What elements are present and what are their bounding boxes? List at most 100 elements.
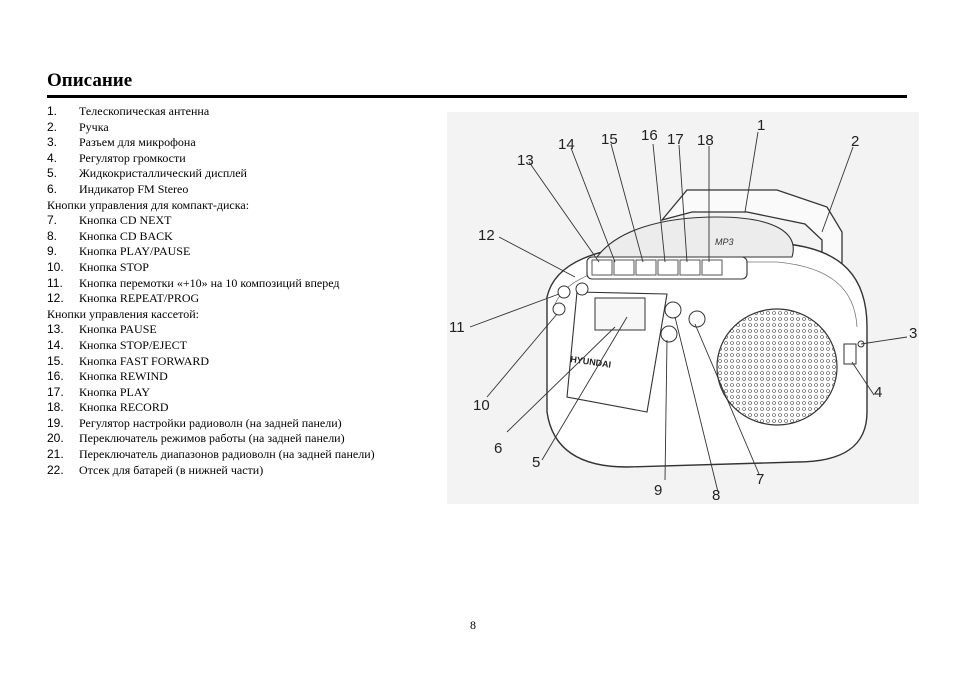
cassette-stop-eject-button	[613, 259, 635, 276]
callout-13: 13	[517, 152, 534, 169]
item-number: 13.	[47, 322, 64, 337]
item-number: 12.	[47, 291, 64, 306]
cassette-record-button	[701, 259, 723, 276]
list-item: 9. Кнопка PLAY/PAUSE	[47, 244, 447, 260]
item-number: 7.	[47, 213, 58, 228]
section-heading-text: Кнопки управления кассетой:	[47, 306, 199, 321]
callout-1: 1	[757, 117, 765, 134]
item-number: 5.	[47, 166, 58, 181]
cd-next-button	[688, 310, 706, 328]
item-text: Разъем для микрофона	[79, 135, 196, 150]
leader-line-4	[851, 361, 875, 396]
item-text: Регулятор настройки радиоволн (на задней…	[79, 415, 342, 430]
item-number: 11.	[47, 275, 63, 290]
callout-5: 5	[532, 454, 540, 471]
item-text: Кнопка STOP	[79, 259, 149, 274]
item-number: 10.	[47, 259, 64, 274]
leader-lines	[469, 131, 908, 493]
item-text: Кнопка PLAY	[79, 384, 151, 399]
item-text: Кнопка STOP/EJECT	[79, 337, 187, 352]
item-number: 1.	[47, 104, 58, 118]
item-text: Кнопка PLAY/PAUSE	[79, 244, 191, 259]
callout-17: 17	[667, 131, 684, 148]
speaker-grille	[716, 308, 838, 426]
item-text: Переключатель режимов работы (на задней …	[79, 431, 345, 446]
callout-2: 2	[851, 133, 859, 150]
item-text: Регулятор громкости	[79, 150, 186, 165]
parts-list: 1. Телескопическая антенна 2. Ручка 3. Разъ…	[47, 104, 447, 478]
item-text: Телескопическая антенна	[79, 104, 210, 118]
item-number: 22.	[47, 462, 64, 477]
leader-line-2	[821, 146, 854, 233]
leader-line-10	[486, 313, 558, 398]
item-text: Кнопка REPEAT/PROG	[79, 291, 200, 306]
cd-lid	[595, 216, 794, 258]
leader-line-3	[860, 336, 908, 345]
leader-line-17	[678, 144, 688, 263]
section-heading: Кнопки управления кассетой:	[47, 307, 447, 323]
leader-line-7	[694, 323, 760, 475]
list-item: 10. Кнопка STOP	[47, 260, 447, 276]
mp3-logo: MP3	[715, 237, 734, 247]
item-text: Кнопка RECORD	[79, 400, 169, 415]
list-item: 18. Кнопка RECORD	[47, 400, 447, 416]
item-number: 19.	[47, 415, 64, 430]
item-number: 3.	[47, 135, 58, 150]
boombox-diagram: MP3 HYUNDAI	[447, 112, 919, 504]
callout-10: 10	[473, 397, 490, 414]
repeat-prog-button	[557, 285, 571, 299]
leader-line-13	[528, 161, 600, 263]
list-item: 7.Кнопка CD NEXT	[47, 213, 447, 229]
item-text: Кнопка FAST FORWARD	[79, 353, 210, 368]
item-number: 4.	[47, 150, 58, 165]
item-number: 18.	[47, 400, 64, 415]
list-item: 19. Регулятор настройки радиоволн (на зад…	[47, 416, 447, 432]
leader-line-8	[674, 316, 719, 493]
callout-15: 15	[601, 131, 618, 148]
boombox-drawing: MP3 HYUNDAI	[447, 112, 919, 504]
section-heading: Кнопки управления для компакт-диска:	[47, 198, 447, 214]
item-text: Кнопка CD BACK	[79, 228, 173, 243]
callout-11: 11	[449, 319, 465, 336]
leader-line-12	[498, 236, 576, 278]
item-text: Ручка	[79, 119, 109, 134]
leader-line-6	[506, 326, 616, 433]
item-text: Кнопка PAUSE	[79, 322, 157, 337]
cassette-fast-forward-button	[635, 259, 657, 276]
list-item: 12. Кнопка REPEAT/PROG	[47, 291, 447, 307]
page-title: Описание	[47, 70, 133, 91]
list-item: 20.Переключатель режимов работы (на задн…	[47, 431, 447, 447]
cassette-play-button	[679, 259, 701, 276]
list-item: 6.Индикатор FM Stereo	[47, 182, 447, 198]
item-text: Индикатор FM Stereo	[79, 181, 189, 196]
item-number: 17.	[47, 384, 64, 399]
cd-play-pause-button	[660, 325, 678, 343]
title-underline	[47, 95, 907, 98]
plus10-button	[575, 282, 589, 296]
item-number: 15.	[47, 353, 64, 368]
page-number: 8	[470, 618, 476, 632]
leader-line-16	[652, 143, 666, 263]
callout-4: 4	[874, 384, 882, 401]
list-item: 1. Телескопическая антенна	[47, 104, 447, 120]
list-item: 15. Кнопка FAST FORWARD	[47, 354, 447, 370]
list-item: 8. Кнопка CD BACK	[47, 229, 447, 245]
list-item: 11.Кнопка перемотки «+10» на 10 композиц…	[47, 276, 447, 292]
list-item: 13. Кнопка PAUSE	[47, 322, 447, 338]
list-item: 21.Переключатель диапазонов радиоволн (н…	[47, 447, 447, 463]
callout-18: 18	[697, 132, 714, 149]
item-number: 16.	[47, 369, 64, 384]
item-number: 9.	[47, 244, 58, 259]
list-item: 14.Кнопка STOP/EJECT	[47, 338, 447, 354]
item-text: Жидкокристаллический дисплей	[79, 166, 247, 181]
cassette-pause-button	[591, 259, 613, 276]
callout-3: 3	[909, 325, 917, 342]
leader-line-11	[469, 293, 560, 328]
callout-9: 9	[654, 482, 662, 499]
leader-line-9	[664, 339, 668, 481]
cd-stop-button	[552, 302, 566, 316]
item-number: 2.	[47, 119, 58, 134]
item-number: 8.	[47, 228, 58, 243]
item-text: Переключатель диапазонов радиоволн (на з…	[79, 447, 375, 462]
volume-control	[843, 343, 857, 365]
